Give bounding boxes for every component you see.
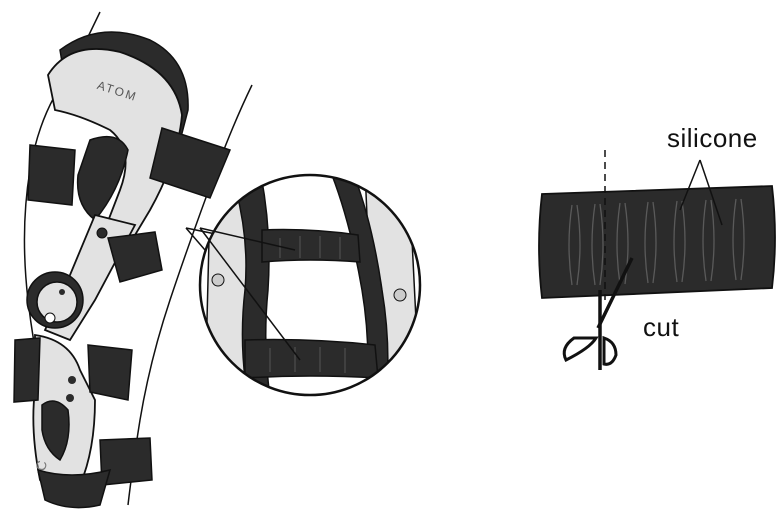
hinge-dot <box>59 289 65 295</box>
detail-rivet <box>212 274 224 286</box>
detail-lower-strap <box>245 340 378 378</box>
bottom-pad <box>38 470 110 508</box>
mid-strap <box>108 232 162 282</box>
hinge-screw <box>45 313 55 323</box>
silicone-strip-diagram <box>539 150 775 300</box>
cut-label: cut <box>643 312 679 343</box>
detail-rivet <box>394 289 406 301</box>
rivet <box>68 376 76 384</box>
rivet <box>66 394 74 402</box>
detail-magnifier <box>200 170 420 410</box>
rivet <box>97 228 107 238</box>
lower-strap-right <box>88 345 132 400</box>
lower-strap-left <box>14 338 40 402</box>
strip-body <box>539 186 775 298</box>
left-strap-tab <box>28 145 75 205</box>
silicone-label: silicone <box>667 123 758 154</box>
hinge-cap <box>37 282 77 322</box>
